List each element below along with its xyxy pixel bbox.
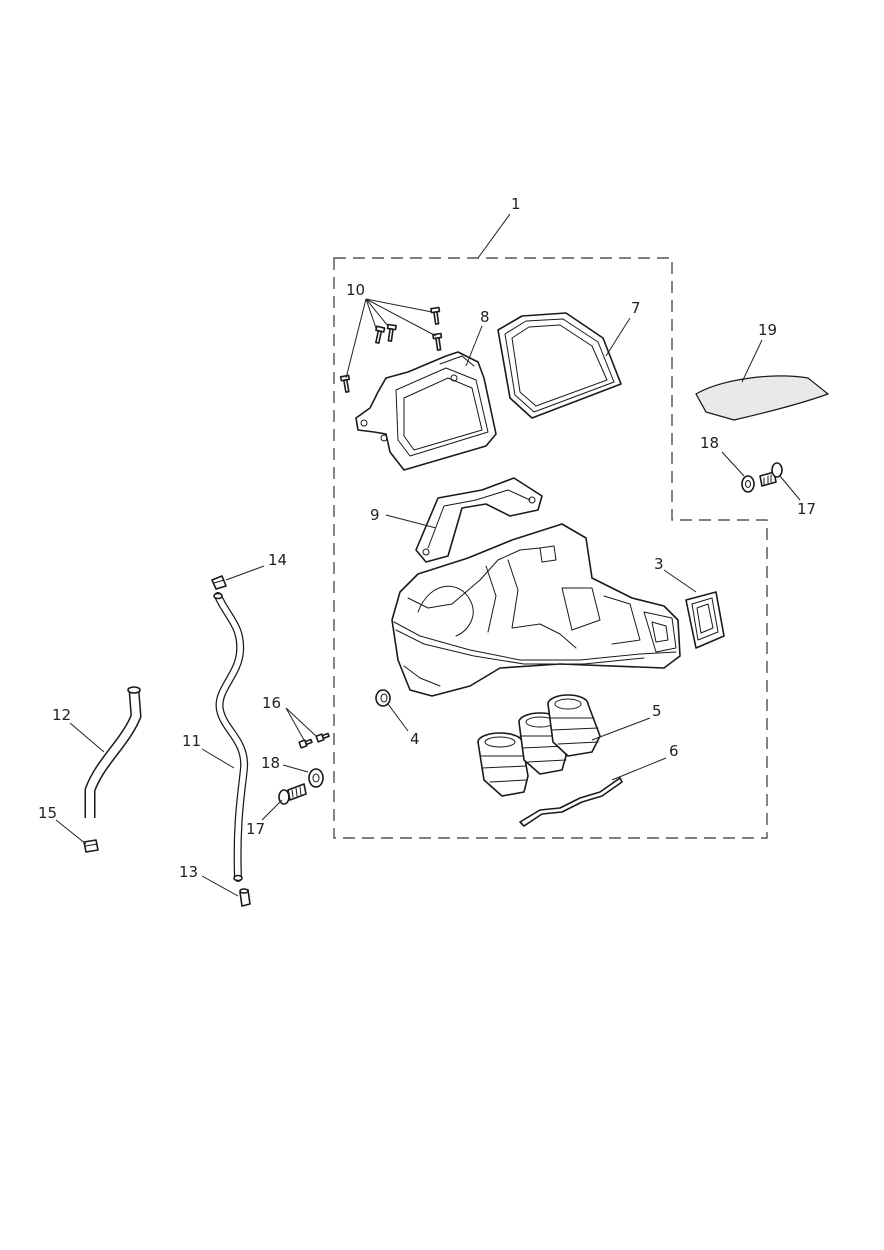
callout-19: 19 (758, 321, 777, 339)
part-6-gasket[interactable] (519, 777, 623, 827)
callout-12: 12 (52, 706, 71, 724)
callout-labels: 1 10 8 7 19 18 17 9 3 14 16 5 12 4 11 6 … (38, 195, 816, 881)
part-19-pad[interactable] (695, 375, 829, 421)
airbox-body[interactable] (391, 523, 681, 697)
callout-17-lower: 17 (246, 820, 265, 838)
callout-16: 16 (262, 694, 281, 712)
callout-8: 8 (480, 308, 490, 326)
part-7-air-filter[interactable] (497, 312, 622, 419)
callout-1: 1 (511, 195, 521, 213)
part-8-filter-frame[interactable] (355, 351, 497, 471)
part-5-intake-boots[interactable] (477, 694, 601, 797)
part-18-washer-lower[interactable] (308, 768, 324, 788)
part-17-bolt-lower[interactable] (278, 783, 307, 805)
part-10-screws[interactable] (339, 306, 443, 393)
part-3-seal[interactable] (685, 591, 725, 649)
callout-5: 5 (652, 702, 662, 720)
part-4-grommet[interactable] (375, 689, 391, 707)
callout-11: 11 (182, 732, 201, 750)
part-13-hose-end[interactable] (239, 888, 251, 907)
callout-3: 3 (654, 555, 664, 573)
callout-15: 15 (38, 804, 57, 822)
callout-9: 9 (370, 506, 380, 524)
part-12-short-hose[interactable] (84, 686, 142, 818)
part-15-clip[interactable] (83, 839, 99, 853)
part-14-clip[interactable] (211, 575, 227, 590)
callout-6: 6 (669, 742, 679, 760)
callout-4: 4 (410, 730, 420, 748)
part-11-breather-hose[interactable] (213, 592, 249, 882)
part-17-bolt-upper[interactable] (759, 462, 783, 487)
callout-7: 7 (631, 299, 641, 317)
callout-17-upper: 17 (797, 500, 816, 518)
callout-14: 14 (268, 551, 287, 569)
callout-13: 13 (179, 863, 198, 881)
assembly-boundary (333, 257, 768, 839)
part-18-washer-upper[interactable] (741, 475, 755, 493)
callout-18-upper: 18 (700, 434, 719, 452)
part-9-bracket[interactable] (415, 477, 543, 563)
callout-18-lower: 18 (261, 754, 280, 772)
part-16-screws[interactable] (298, 732, 330, 749)
leader-lines (55, 213, 801, 897)
callout-10: 10 (346, 281, 365, 299)
